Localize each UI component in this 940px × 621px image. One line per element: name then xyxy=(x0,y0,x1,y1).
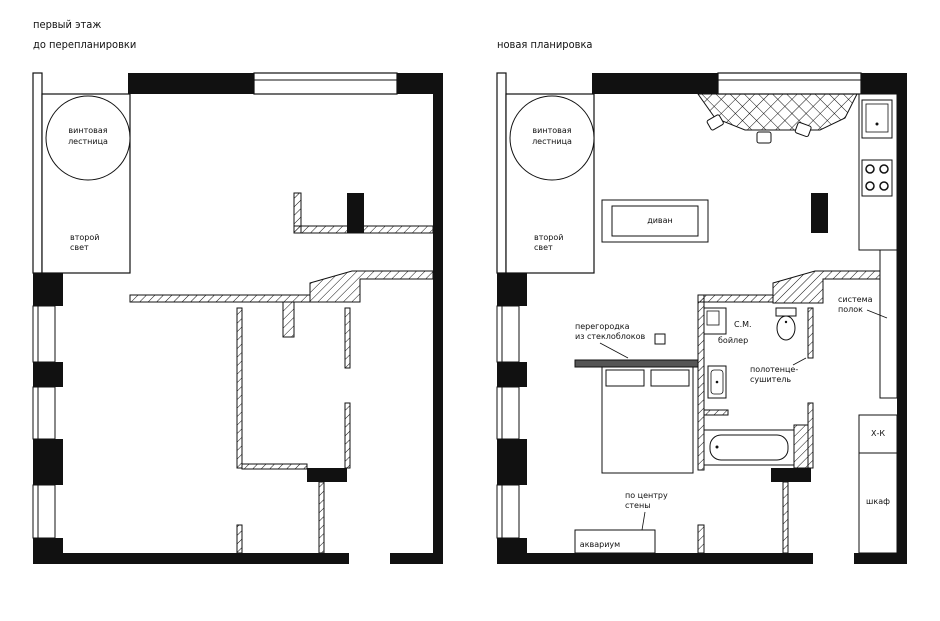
sofa: диван xyxy=(601,199,709,243)
glass-partition xyxy=(574,359,699,368)
wall-center-label-1: по центру xyxy=(625,491,668,500)
column xyxy=(811,193,828,233)
boiler-label: бойлер xyxy=(718,336,748,345)
stair-bay: винтовая лестница второй свет xyxy=(41,93,131,274)
chair xyxy=(756,131,772,144)
toilet xyxy=(775,307,797,341)
interior-walls xyxy=(129,192,434,554)
exterior-walls xyxy=(32,72,443,564)
spiral-stair-label-2: лестница xyxy=(532,137,572,146)
towel-dryer-label-2: сушитель xyxy=(750,375,791,384)
second-light-label-1: второй xyxy=(70,233,99,242)
chair xyxy=(794,122,812,138)
caption-before-line1: первый этаж xyxy=(33,18,102,31)
chair xyxy=(706,114,724,131)
glass-partition-label-2: из стеклоблоков xyxy=(575,332,645,341)
spiral-stair-label-1: винтовая xyxy=(532,126,571,135)
plan-after: винтовая лестница второй свет xyxy=(496,72,907,564)
stove xyxy=(861,159,893,197)
shelving-label-2: полок xyxy=(838,305,863,314)
plan-before: винтовая лестница второй свет xyxy=(32,72,443,564)
exterior-walls-after xyxy=(496,72,907,564)
glass-partition-label-1: перегородка xyxy=(575,322,630,331)
kitchen xyxy=(858,93,898,251)
aquarium xyxy=(574,529,656,554)
aquarium-label: аквариум xyxy=(580,540,620,549)
caption-after: новая планировка xyxy=(497,38,593,51)
annotations: бойлер перегородка из стеклоблоков систе… xyxy=(575,295,873,531)
second-light-label-1: второй xyxy=(534,233,563,242)
bathroom: С.М. xyxy=(703,307,797,466)
second-light-label-2: свет xyxy=(70,243,89,252)
storage: Х-К шкаф xyxy=(858,249,898,554)
spiral-stair-label-1: винтовая xyxy=(68,126,107,135)
fridge-label: Х-К xyxy=(871,429,885,438)
shelving-label-1: система xyxy=(838,295,873,304)
sofa-label: диван xyxy=(647,216,673,225)
spiral-stair-label-2: лестница xyxy=(68,137,108,146)
towel-dryer-label-1: полотенце- xyxy=(750,365,798,374)
second-light-label-2: свет xyxy=(534,243,553,252)
wardrobe-label: шкаф xyxy=(866,497,890,506)
wall-center-label-2: стены xyxy=(625,501,651,510)
washer-label: С.М. xyxy=(734,320,752,329)
dining-area xyxy=(697,93,858,144)
bed xyxy=(601,366,694,474)
stair-bay-after: винтовая лестница второй свет xyxy=(505,93,595,274)
caption-before-line2: до перепланировки xyxy=(33,38,137,51)
interior-walls-after xyxy=(574,270,881,554)
nightstand xyxy=(654,333,666,345)
